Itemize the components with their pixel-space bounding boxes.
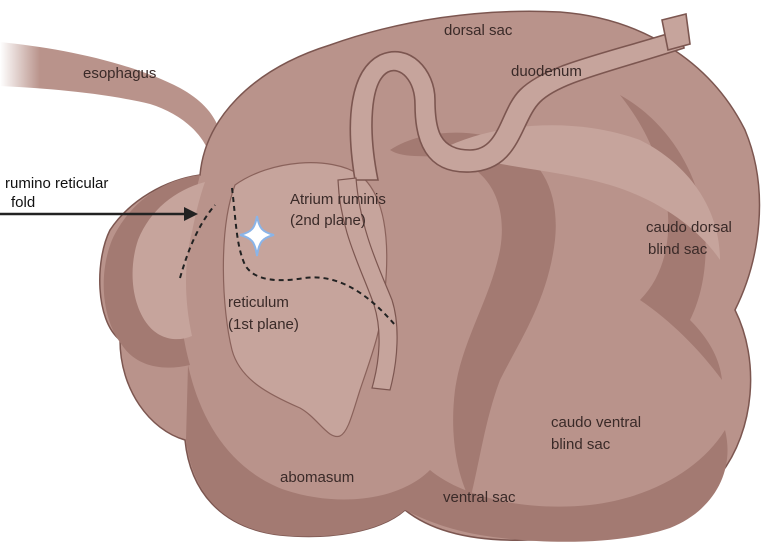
label-reticulum-2: (1st plane) <box>228 316 299 333</box>
dorsal-highlight <box>440 125 720 260</box>
four-point-star-icon <box>239 215 275 257</box>
right-arrow-icon <box>0 207 198 221</box>
label-duodenum: duodenum <box>511 63 582 80</box>
label-caudo-ventral-1: caudo ventral <box>551 414 641 431</box>
label-atrium-ruminis-1: Atrium ruminis <box>290 191 386 208</box>
label-caudo-ventral-2: blind sac <box>551 436 611 453</box>
label-rumino-reticular-fold-2: fold <box>11 194 35 211</box>
label-ventral-sac: ventral sac <box>443 489 516 506</box>
central-pillar <box>390 132 556 500</box>
label-dorsal-sac: dorsal sac <box>444 22 513 39</box>
caudo-dorsal-fold <box>620 95 722 380</box>
label-esophagus: esophagus <box>83 65 156 82</box>
label-caudo-dorsal-2: blind sac <box>648 241 708 258</box>
esophagus-tube <box>0 42 222 150</box>
label-caudo-dorsal-1: caudo dorsal <box>646 219 732 236</box>
label-abomasum: abomasum <box>280 469 354 486</box>
omasal-tube <box>337 177 398 391</box>
duodenum-end <box>661 13 691 51</box>
label-atrium-ruminis-2: (2nd plane) <box>290 212 366 229</box>
rumino-reticular-fold-line <box>179 204 216 279</box>
label-reticulum-1: reticulum <box>228 294 289 311</box>
label-rumino-reticular-fold-1: rumino reticular <box>5 175 108 192</box>
reticulum-lobe-light <box>132 182 205 340</box>
ventral-shade <box>186 365 728 542</box>
atrium-boundary-line <box>231 187 396 326</box>
